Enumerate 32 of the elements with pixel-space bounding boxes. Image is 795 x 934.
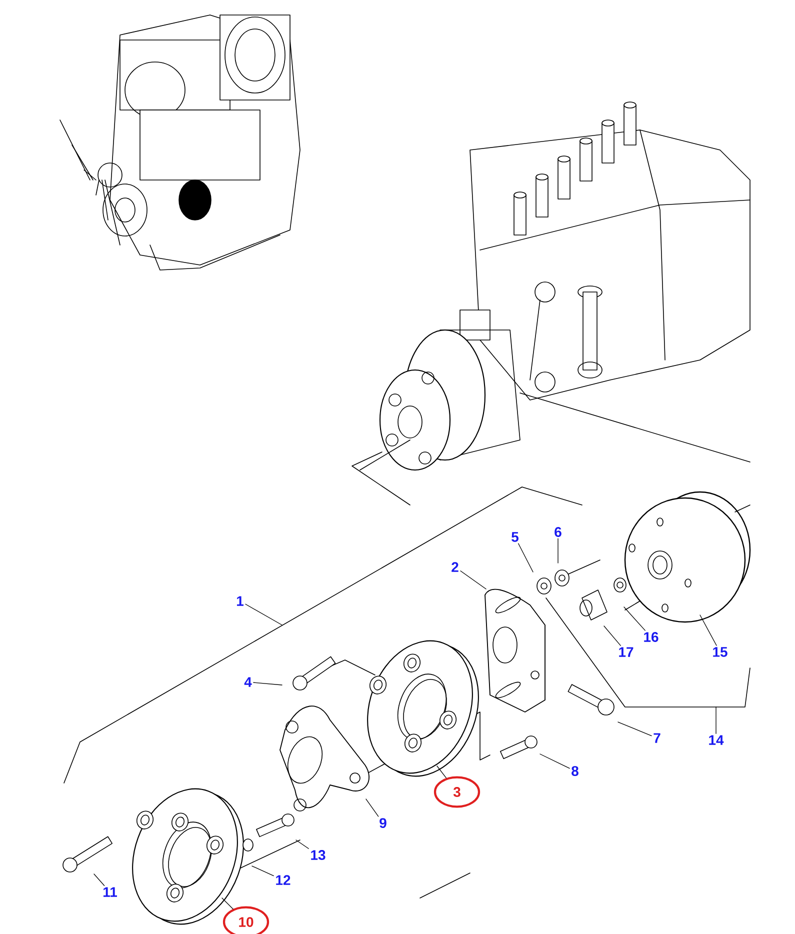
callout-number: 15 [713,647,728,657]
leader-line [540,754,570,769]
leader-line [252,866,274,876]
callout-number: 14 [709,735,724,745]
leader-line [604,626,621,646]
callout-number: 2 [452,562,458,572]
circled-callout-number: 10 [222,906,270,934]
callout-number: 7 [654,733,660,743]
leader-line [222,898,234,910]
callout-number: 4 [244,677,252,687]
leader-line [618,722,652,736]
callout-number: 16 [644,632,658,642]
leader-line [460,570,486,590]
callout-number: 17 [619,647,634,657]
callout-number: 9 [380,818,386,828]
leader-line [436,766,447,778]
leader-line [366,798,379,817]
leader-line [518,543,534,572]
leader-line [296,840,309,849]
leader-line [624,606,646,631]
callout-number: 8 [572,766,578,776]
leader-line [700,614,717,646]
callout-number: 12 [276,875,290,885]
callout-number: 6 [554,527,562,537]
leader-line [245,604,282,626]
callout-number: 5 [512,532,518,542]
leader-line [253,682,282,686]
circled-callout-number: 3 [434,776,480,808]
callout-number: 11 [103,887,117,897]
callout-number: 1 [237,596,244,606]
callout-number: 13 [311,850,326,860]
leader-line [94,874,105,886]
